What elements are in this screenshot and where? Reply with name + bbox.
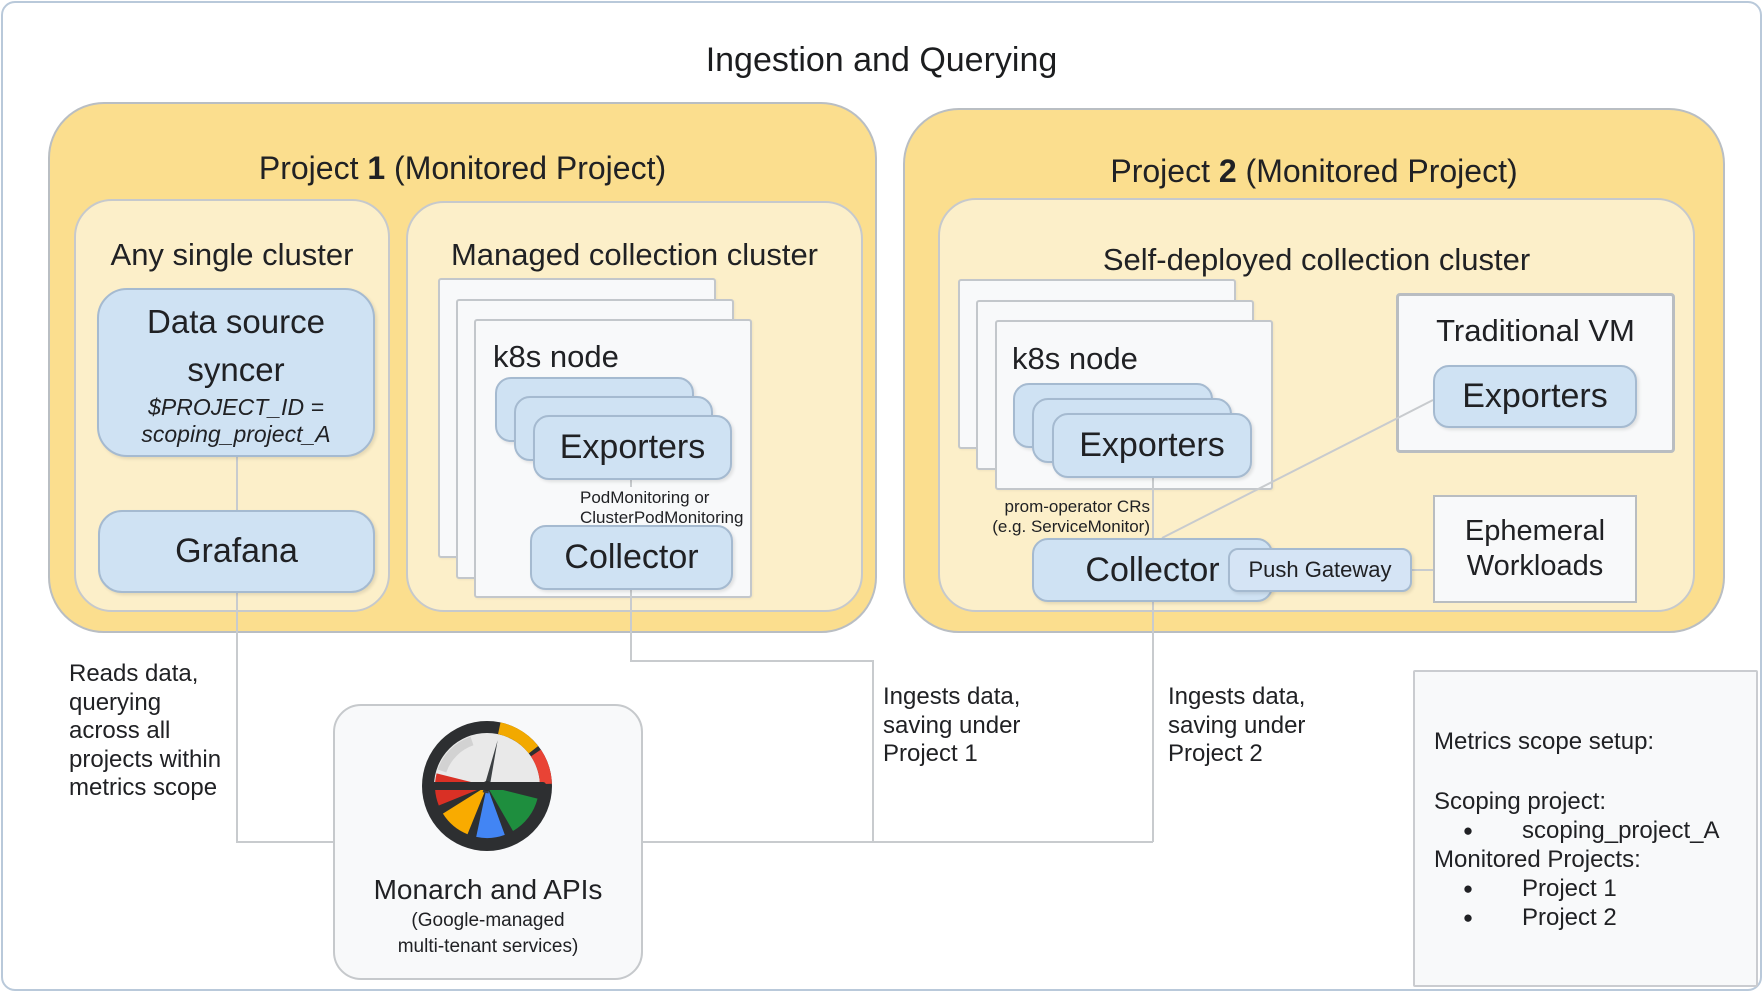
scoping-project-item: ● scoping_project_A (1434, 816, 1746, 845)
ephemeral-workloads-label: Ephemeral Workloads (1464, 515, 1606, 582)
metrics-scope-box: Metrics scope setup: Scoping project: ● s… (1413, 670, 1758, 987)
self-deployed-cluster-label: Self-deployed collection cluster (1102, 242, 1531, 277)
metrics-scope-heading: Metrics scope setup: (1434, 728, 1655, 755)
data-source-syncer-box: Data source syncer $PROJECT_ID = scoping… (97, 288, 375, 457)
k8s-node-label-p1: k8s node (493, 339, 619, 374)
grafana-label: Grafana (175, 532, 298, 570)
traditional-vm-label: Traditional VM (1436, 313, 1635, 348)
scoping-project-value: scoping_project_A (1522, 817, 1720, 844)
prom-operator-label: prom-operator CRs (e.g. ServiceMonitor) (992, 497, 1150, 536)
project1-title: Project 1 (Monitored Project) (48, 148, 877, 188)
monarch-title: Monarch and APIs (373, 874, 603, 905)
monitored-project-2: Project 2 (1522, 904, 1617, 931)
monitored-project-item: ● Project 2 (1434, 903, 1746, 932)
project2-title-suffix: (Monitored Project) (1236, 153, 1518, 189)
monitored-projects-label: Monitored Projects: (1434, 846, 1641, 873)
push-gateway-box: Push Gateway (1228, 548, 1412, 592)
ephemeral-workloads-box: Ephemeral Workloads (1433, 495, 1637, 603)
k8s-node-label-p2: k8s node (1012, 341, 1138, 376)
project2-title: Project 2 (Monitored Project) (903, 151, 1725, 191)
exporters-label-p1: Exporters (559, 428, 706, 466)
any-single-cluster-label: Any single cluster (110, 237, 354, 272)
project1-title-prefix: Project (258, 150, 368, 186)
vm-exporters-label: Exporters (1462, 377, 1608, 415)
grafana-box: Grafana (98, 510, 375, 593)
collector-label-p2: Collector (1085, 550, 1220, 589)
project2-title-prefix: Project (1110, 153, 1219, 189)
exporters-label-p2: Exporters (1079, 426, 1225, 464)
project1-title-suffix: (Monitored Project) (385, 150, 667, 186)
project-id-var: $PROJECT_ID = (148, 393, 324, 420)
data-source-syncer-label: Data source syncer (147, 302, 325, 388)
reads-data-annotation: Reads data, querying across all projects… (69, 660, 222, 801)
collector-label-p1: Collector (564, 538, 699, 576)
project1-title-number: 1 (367, 150, 386, 186)
monarch-subtitle: (Google-managed multi-tenant services) (397, 910, 579, 957)
bullet-icon: ● (1462, 908, 1474, 927)
pod-monitoring-label: PodMonitoring or ClusterPodMonitoring (577, 487, 747, 529)
project2-title-number: 2 (1218, 153, 1237, 189)
exporters-chip-front-p2: Exporters (1052, 413, 1252, 478)
monarch-gauge-icon (422, 721, 552, 851)
ingests-data-p2-annotation: Ingests data, saving under Project 2 (1168, 683, 1306, 767)
spacer (1434, 756, 1746, 787)
collector-box-p1: Collector (530, 525, 733, 590)
ingests-data-p1-annotation: Ingests data, saving under Project 1 (883, 683, 1021, 767)
exporters-chip-front-p1: Exporters (533, 415, 732, 480)
monitored-project-1: Project 1 (1522, 875, 1617, 902)
push-gateway-label: Push Gateway (1248, 557, 1392, 582)
bullet-icon: ● (1462, 879, 1474, 898)
diagram-title: Ingestion and Querying (705, 41, 1058, 79)
vm-exporters-chip: Exporters (1433, 365, 1637, 428)
scoping-project-var: scoping_project_A (141, 420, 331, 447)
bullet-icon: ● (1462, 821, 1474, 840)
monitored-project-item: ● Project 1 (1434, 874, 1746, 903)
managed-collection-cluster-label: Managed collection cluster (450, 237, 819, 272)
scoping-project-label: Scoping project: (1434, 788, 1607, 815)
